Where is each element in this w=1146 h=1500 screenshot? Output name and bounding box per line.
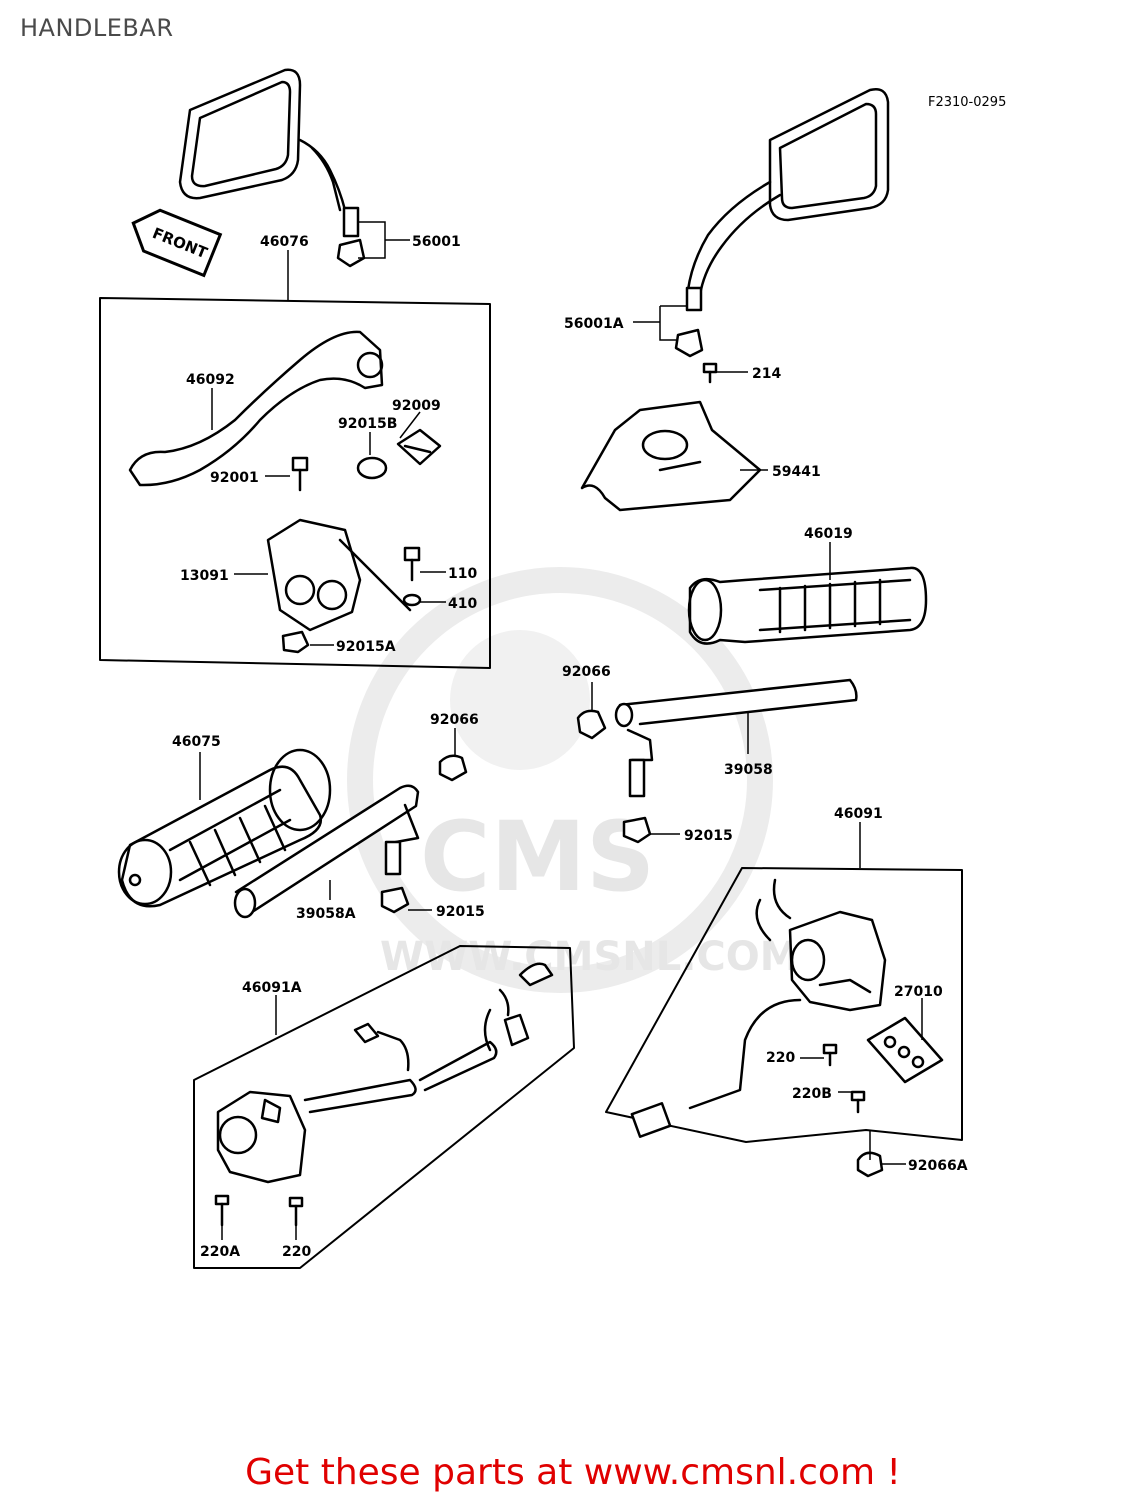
watermark-url: WWW.CMSNL.COM: [380, 934, 800, 980]
callout-46076: 46076: [260, 234, 309, 250]
leader-lines: [199, 221, 923, 1240]
callout-labels: 56001 46076 46092 92009 92015B 92001 130…: [172, 234, 968, 1260]
plug-92066a: [856, 1151, 884, 1178]
callout-92066-left: 92066: [430, 712, 479, 728]
callout-27010: 27010: [894, 984, 943, 1000]
watermark-logo: CMS: [420, 801, 655, 913]
footer-link[interactable]: Get these parts at www.cmsnl.com !: [245, 1452, 901, 1493]
watermark: CMS WWW.CMSNL.COM: [347, 567, 800, 993]
left-switch-housing-46091a: [216, 962, 554, 1184]
figure-code: F2310-0295: [928, 95, 1006, 110]
callout-92066a: 92066A: [908, 1158, 968, 1174]
screw-220a: [214, 1194, 230, 1227]
callout-410: 410: [448, 596, 477, 612]
screw-220-left: [288, 1196, 304, 1227]
callout-220b: 220B: [792, 1086, 832, 1102]
right-mirror: [674, 88, 890, 358]
callout-46019: 46019: [804, 526, 853, 542]
callout-46075: 46075: [172, 734, 221, 750]
nut-92015-left: [380, 886, 410, 914]
callout-13091: 13091: [180, 568, 229, 584]
callout-46092: 46092: [186, 372, 235, 388]
callout-56001: 56001: [412, 234, 461, 250]
brake-lever: [128, 330, 384, 487]
callout-220a: 220A: [200, 1244, 240, 1260]
plug-92066-left: [438, 754, 468, 782]
front-arrow-tag: FRONT: [131, 208, 223, 278]
adjuster-92009: [396, 428, 442, 466]
callout-92015b: 92015B: [338, 416, 397, 432]
throttle-grip-46019: [687, 566, 928, 645]
callout-39058: 39058: [724, 762, 773, 778]
bolt-110: [403, 546, 421, 582]
callout-59441: 59441: [772, 464, 821, 480]
nut-92015b: [356, 456, 388, 480]
callout-92001: 92001: [210, 470, 259, 486]
lever-assembly-box: [99, 297, 491, 669]
left-mirror: [178, 68, 366, 268]
page-title: HANDLEBAR: [20, 14, 174, 42]
screw-214: [702, 362, 718, 384]
callout-92015-right: 92015: [684, 828, 733, 844]
lever-holder: [266, 518, 412, 632]
grip-46075: [117, 748, 332, 908]
callout-110: 110: [448, 566, 477, 582]
switch-27010: [866, 1016, 944, 1084]
switch-cover-59441: [580, 400, 762, 512]
bolt-92001: [291, 456, 309, 492]
handlebar-pipe-39058: [614, 678, 858, 798]
screw-220b: [850, 1090, 866, 1114]
handlebar-pipe-39058a: [233, 784, 420, 919]
callout-92015-left: 92015: [436, 904, 485, 920]
right-switch-housing-46091: [630, 878, 887, 1138]
screw-220-right: [822, 1043, 838, 1067]
washer-410: [402, 593, 422, 607]
callout-56001a: 56001A: [564, 316, 624, 332]
callout-92066-right: 92066: [562, 664, 611, 680]
callout-39058a: 39058A: [296, 906, 356, 922]
right-switch-box: [605, 867, 963, 1143]
callout-92015a: 92015A: [336, 639, 396, 655]
callout-46091: 46091: [834, 806, 883, 822]
plug-92066-right: [576, 709, 607, 740]
callout-46091a: 46091A: [242, 980, 302, 996]
callout-220-right: 220: [766, 1050, 795, 1066]
callout-92009: 92009: [392, 398, 441, 414]
left-switch-box: [193, 945, 575, 1269]
nut-92015a: [281, 630, 310, 654]
callout-214: 214: [752, 366, 781, 382]
callout-220-left: 220: [282, 1244, 311, 1260]
nut-92015-right: [622, 816, 652, 844]
